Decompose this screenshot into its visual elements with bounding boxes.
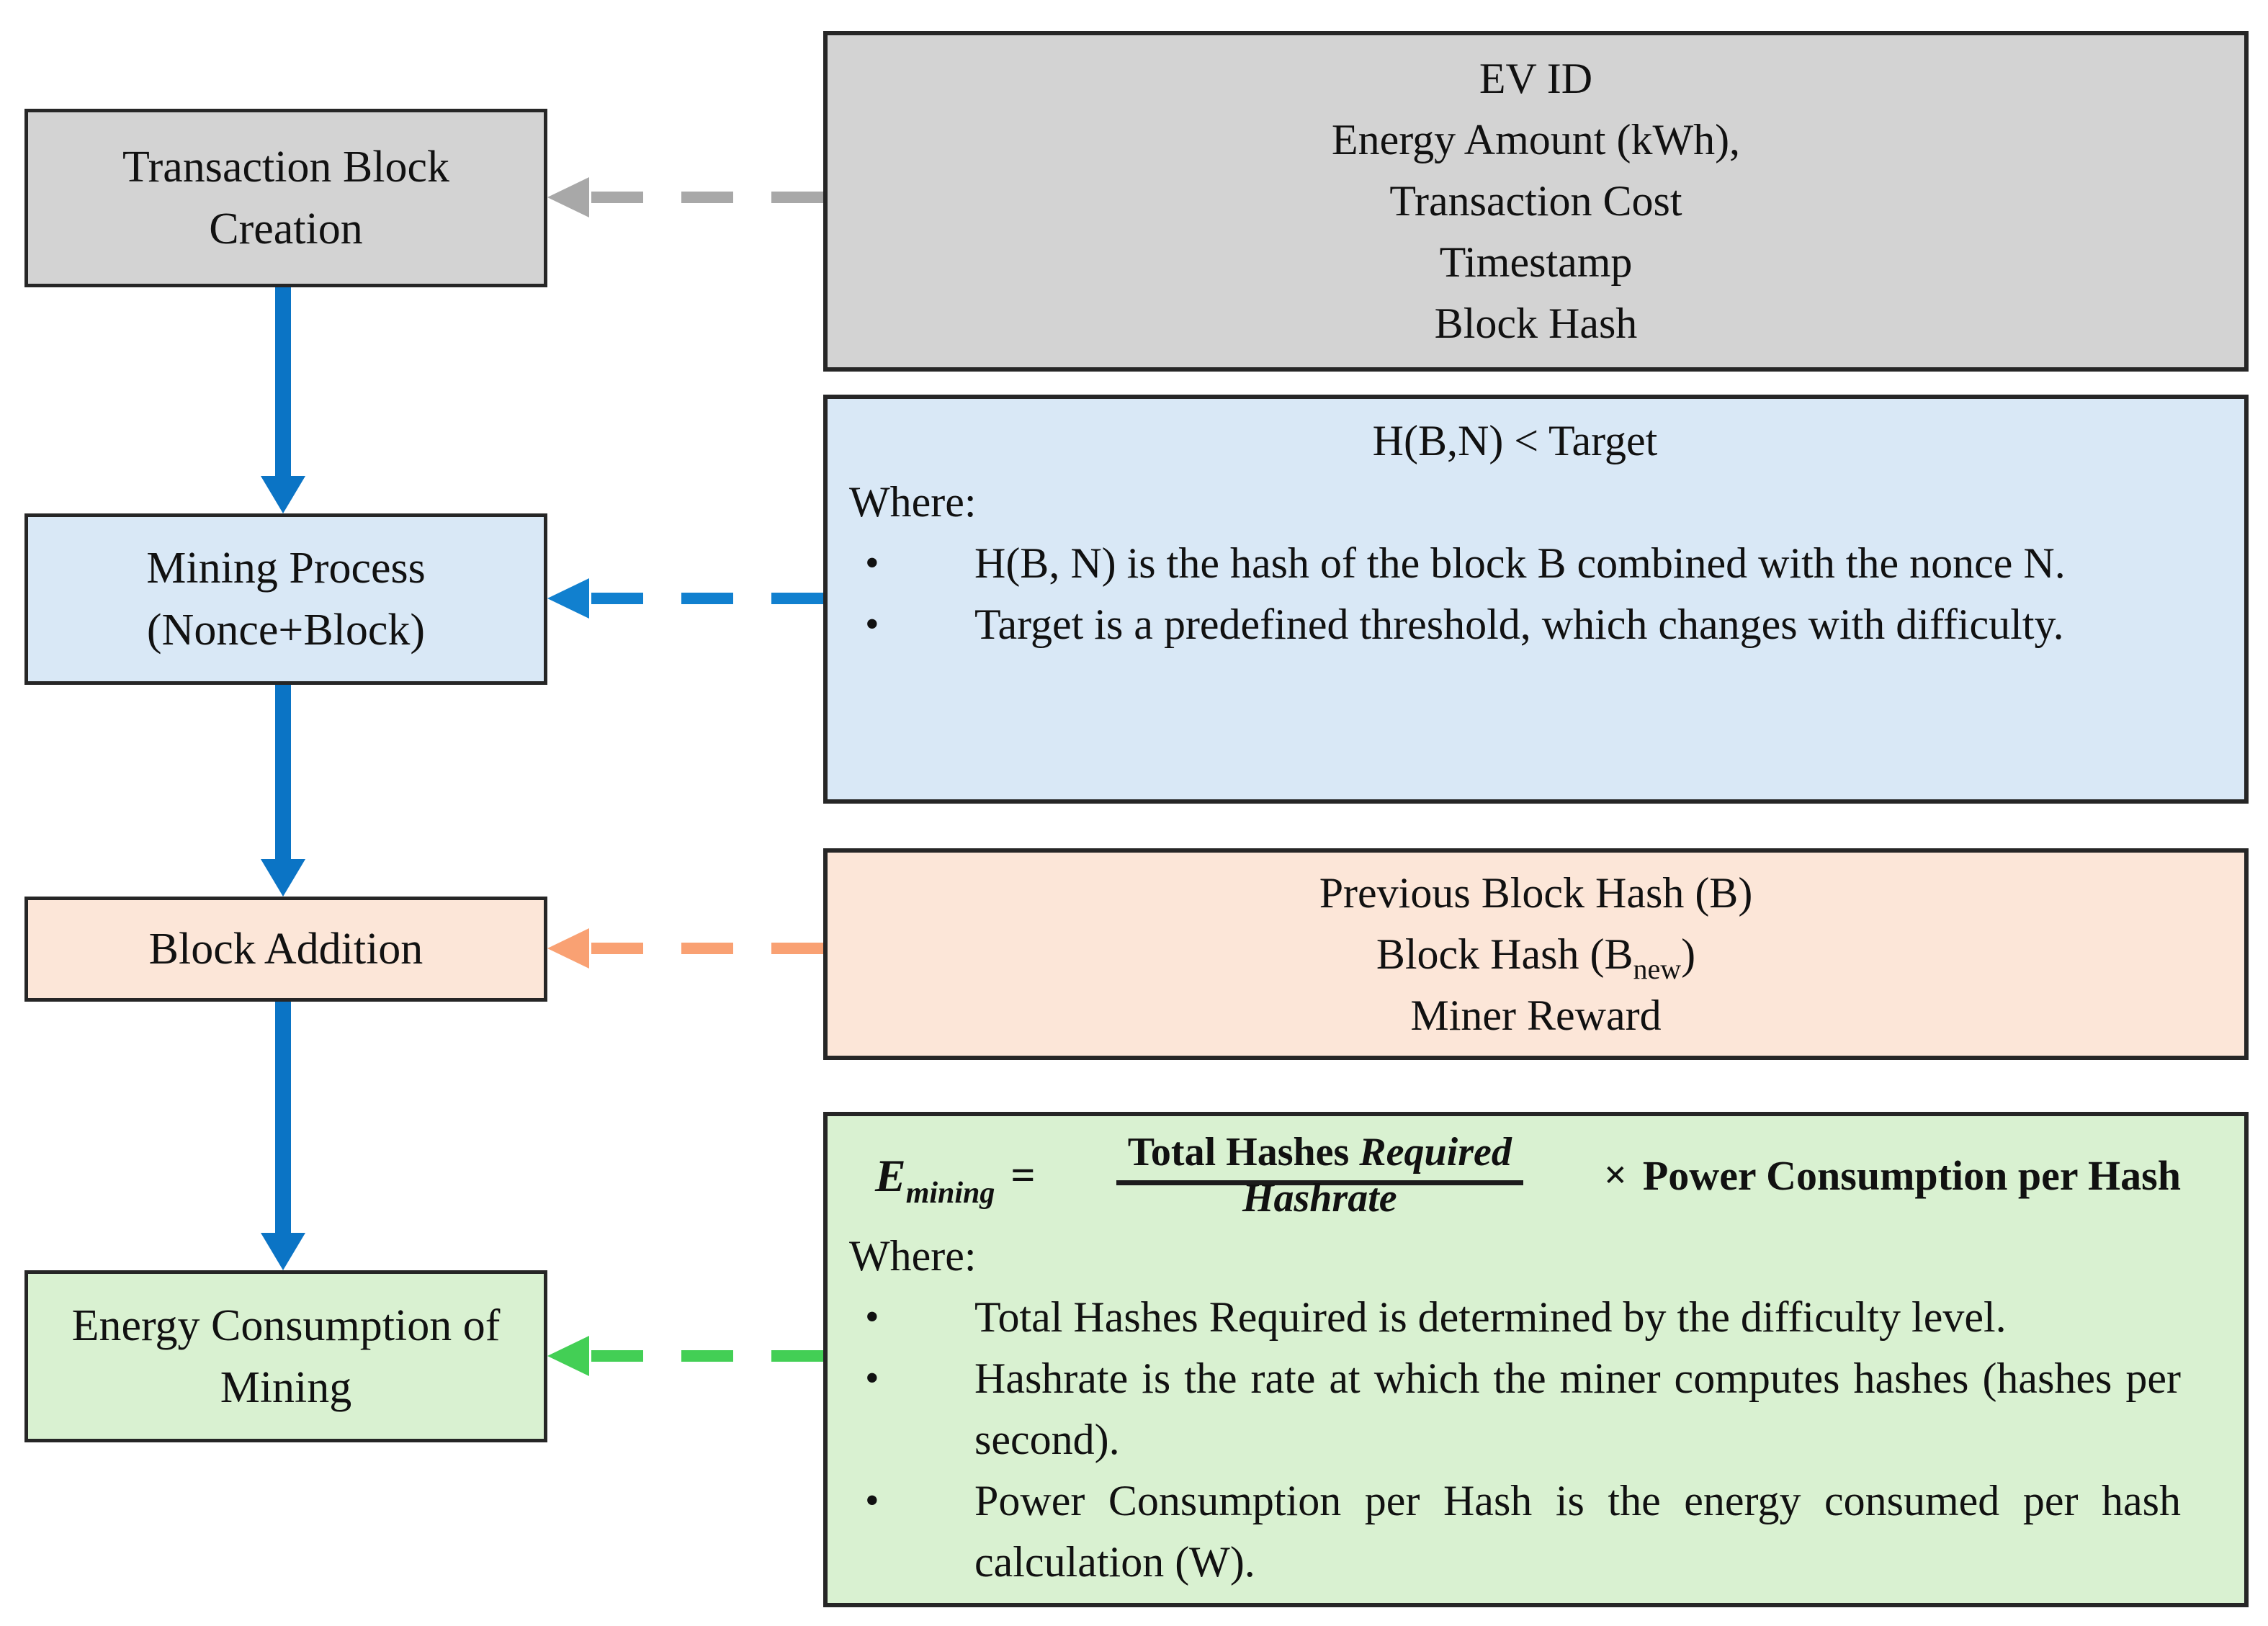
down-arrow-head-icon xyxy=(261,476,305,513)
bullet-icon: • xyxy=(865,1356,879,1401)
dashed-arrow-peach xyxy=(589,943,823,954)
fraction-numerator: Total Hashes Required xyxy=(1116,1128,1523,1185)
bullet-icon: • xyxy=(865,1478,879,1523)
bullet-icon: • xyxy=(865,1295,879,1339)
bullet-text: Hashrate is the rate at which the miner … xyxy=(974,1355,2181,1463)
dashed-arrow-gray-head-icon xyxy=(547,177,589,217)
down-arrow-shaft-1 xyxy=(275,287,291,476)
block-addition-field: Miner Reward xyxy=(1410,991,1662,1039)
detail-box-transaction-fields: EV ID Energy Amount (kWh), Transaction C… xyxy=(823,31,2249,372)
mining-condition-formula: H(B,N) < Target xyxy=(1372,417,1658,464)
bullet-icon: • xyxy=(865,541,879,585)
flow-step-label: Energy Consumption of Mining xyxy=(71,1301,501,1412)
formula-lhs: Emining xyxy=(875,1149,995,1210)
flow-step-label: Transaction Block Creation xyxy=(122,143,450,253)
bullet-text: Power Consumption per Hash is the energy… xyxy=(974,1477,2181,1586)
block-hash-suffix: ) xyxy=(1681,930,1696,978)
block-hash-subscript: new xyxy=(1633,952,1682,985)
flow-step-block-addition: Block Addition xyxy=(24,897,547,1002)
bullet-text: H(B, N) is the hash of the block B combi… xyxy=(974,539,2066,587)
transaction-field: Transaction Cost xyxy=(1389,177,1682,225)
bullet-text: Total Hashes Required is determined by t… xyxy=(974,1293,2007,1341)
down-arrow-shaft-2 xyxy=(275,685,291,859)
transaction-field: Timestamp xyxy=(1439,238,1633,286)
formula-rhs: Power Consumption per Hash xyxy=(1642,1151,2181,1199)
bullet-text: Target is a predefined threshold, which … xyxy=(974,601,2064,648)
dashed-arrow-blue-head-icon xyxy=(547,578,589,619)
flow-step-mining-process: Mining Process (Nonce+Block) xyxy=(24,513,547,685)
block-addition-field: Previous Block Hash (B) xyxy=(1319,868,1753,917)
dashed-arrow-blue xyxy=(589,593,823,604)
dashed-arrow-gray xyxy=(589,192,823,203)
bullet-item: • Total Hashes Required is determined by… xyxy=(849,1287,2181,1348)
down-arrow-shaft-3 xyxy=(275,1002,291,1233)
flow-step-transaction-block-creation: Transaction Block Creation xyxy=(24,109,547,287)
energy-formula: Emining = Total Hashes Required Hashrate… xyxy=(875,1122,2181,1226)
bullet-item: • Power Consumption per Hash is the ener… xyxy=(849,1470,2181,1593)
where-label: Where: xyxy=(849,478,977,526)
dashed-arrow-green xyxy=(589,1350,823,1362)
bullet-item: • Target is a predefined threshold, whic… xyxy=(849,594,2181,655)
flow-step-energy-consumption: Energy Consumption of Mining xyxy=(24,1270,547,1442)
down-arrow-head-icon xyxy=(261,1233,305,1270)
detail-box-mining-condition: H(B,N) < Target Where: • H(B, N) is the … xyxy=(823,395,2249,804)
transaction-field: EV ID xyxy=(1479,55,1593,102)
times-sign: × xyxy=(1603,1152,1627,1198)
dashed-arrow-green-head-icon xyxy=(547,1336,589,1376)
detail-box-block-addition-fields: Previous Block Hash (B) Block Hash (Bnew… xyxy=(823,848,2249,1060)
block-hash-prefix: Block Hash (B xyxy=(1376,930,1633,978)
bullet-item: • H(B, N) is the hash of the block B com… xyxy=(849,533,2181,594)
block-addition-field: Block Hash (Bnew) xyxy=(828,924,2244,985)
where-label: Where: xyxy=(849,1232,977,1280)
bullet-icon: • xyxy=(865,602,879,647)
flow-step-label: Mining Process (Nonce+Block) xyxy=(146,544,426,655)
transaction-field: Energy Amount (kWh), xyxy=(1331,116,1741,163)
fraction-denominator: Hashrate xyxy=(1242,1176,1397,1221)
formula-fraction: Total Hashes Required Hashrate xyxy=(1052,1128,1588,1221)
dashed-arrow-peach-head-icon xyxy=(547,928,589,969)
down-arrow-head-icon xyxy=(261,859,305,897)
flow-step-label: Block Addition xyxy=(148,925,423,974)
bullet-item: • Hashrate is the rate at which the mine… xyxy=(849,1348,2181,1470)
detail-box-energy-formula: Emining = Total Hashes Required Hashrate… xyxy=(823,1112,2249,1607)
transaction-field: Block Hash xyxy=(1434,300,1638,347)
equals-sign: = xyxy=(1010,1151,1036,1199)
